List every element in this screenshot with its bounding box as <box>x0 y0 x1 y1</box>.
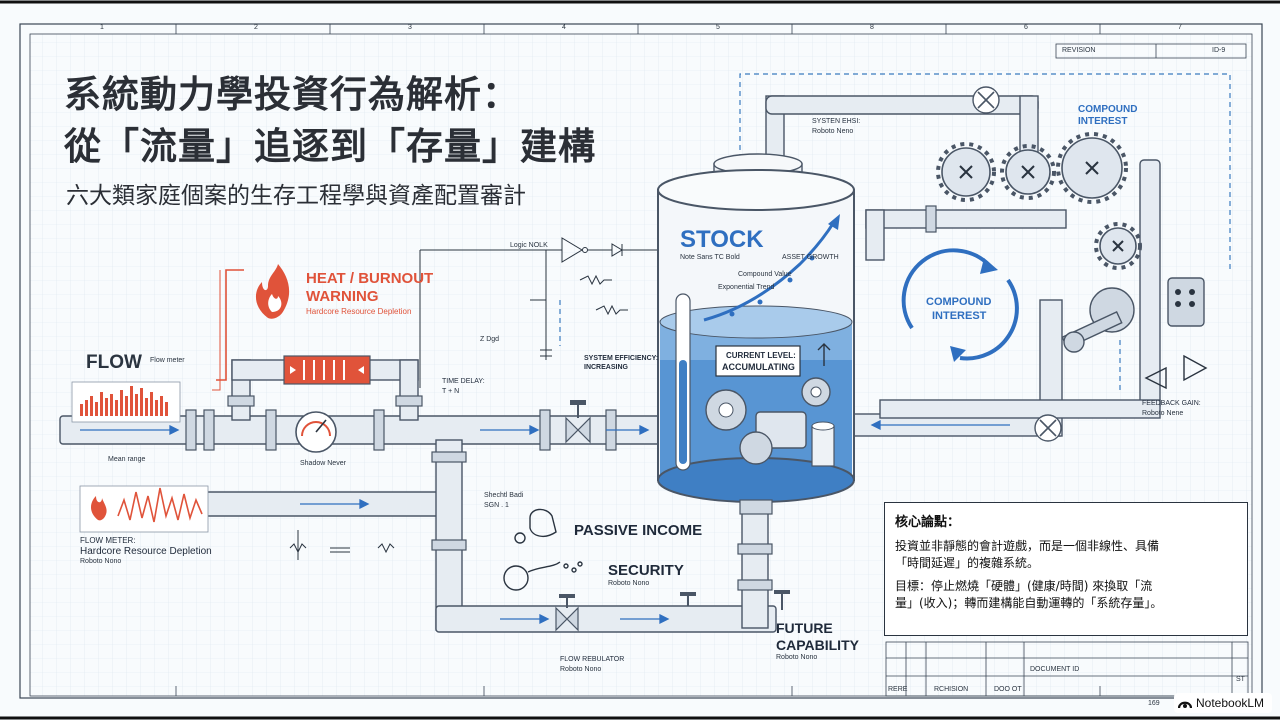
heat-warning-title-1: HEAT / BURNOUT <box>306 270 434 287</box>
compound-interest-loop-2: INTEREST <box>932 310 987 322</box>
passive-income-icon <box>514 508 557 544</box>
tank-drain-pipe <box>741 507 769 629</box>
flow-range-small-label: Mean range <box>108 456 146 463</box>
notes-para2-line1: 目標：停止燃燒「硬體」(健康/時間) 來換取「流 <box>895 579 1153 593</box>
flow-regulator-font: Roboto Nono <box>560 666 602 673</box>
title-block-code: DOO OT <box>994 686 1022 693</box>
page-subtitle: 六大類家庭個案的生存工程學與資產配置審計 <box>66 183 526 209</box>
pressure-gauge <box>295 411 337 453</box>
current-level-value: ACCUMULATING <box>722 362 795 372</box>
col-number-4: 4 <box>562 24 566 31</box>
flow-meter-title: FLOW METER: <box>80 536 136 545</box>
security-label: SECURITY <box>608 562 684 579</box>
heat-warning-title-2: WARNING <box>306 288 379 305</box>
flow-regulator-valve <box>555 590 790 632</box>
sketch-small-label: Shechtl Badi <box>484 492 524 499</box>
heat-warning-sub: Hardcore Resource Depletion <box>306 307 412 316</box>
col-number-1: 1 <box>100 24 104 31</box>
col-number-3: 3 <box>408 24 412 31</box>
bypass-right-riser <box>399 359 419 421</box>
future-capability-label-2: CAPABILITY <box>776 637 859 653</box>
flow-meter-font: Roboto Nono <box>80 558 122 565</box>
z-value-label: Z Dgd <box>480 336 500 343</box>
logic-gate-label: Logic NOLK <box>510 242 548 249</box>
sketch-small-label-2: SGN . 1 <box>484 502 509 509</box>
notebooklm-logo-icon <box>1178 701 1192 709</box>
flow-regulator-label: FLOW REBULATOR <box>560 656 625 663</box>
feedback-gain-font: Roboto Nene <box>1142 410 1184 417</box>
notes-para2-line2: 量」(收入)；轉而建構能自動運轉的「系統存量」。 <box>895 596 1163 610</box>
col-number-5: 5 <box>716 24 720 31</box>
page-title-line2: 從「流量」追逐到「存量」建構 <box>64 125 596 168</box>
shadow-small-label: Shadow Never <box>300 460 346 467</box>
system-efficiency-value: INCREASING <box>584 364 628 371</box>
exponential-trend-label: Exponential Trend <box>718 284 775 291</box>
current-level-label: CURRENT LEVEL: <box>726 351 796 360</box>
asset-growth-label: ASSET GROWTH <box>782 254 839 261</box>
stock-label: STOCK <box>680 226 764 253</box>
col-number-6: 6 <box>1024 24 1028 31</box>
system-ehsi-label: SYSTEN EHSI: <box>812 118 861 125</box>
flame-icon <box>255 264 290 319</box>
down-pipe <box>435 439 463 631</box>
security-font: Roboto Nono <box>608 580 650 587</box>
revision-label: REVISION <box>1062 47 1096 54</box>
security-icon <box>503 561 583 591</box>
compound-interest-top-2: INTEREST <box>1078 116 1128 127</box>
document-id-label: DOCUMENT ID <box>1030 666 1080 673</box>
bottom-pipe <box>435 605 777 633</box>
title-block-revision: RCHISION <box>934 686 969 693</box>
notes-heading: 核心論點： <box>895 515 961 530</box>
compound-interest-top-1: COMPOUND <box>1078 104 1138 115</box>
passive-income-label: PASSIVE INCOME <box>574 522 703 539</box>
title-block-st: ST <box>1236 676 1245 683</box>
core-argument-box: 核心論點： 投資並非靜態的會計遊戲，而是一個非線性、具備 「時間延遲」的複雜系統… <box>884 502 1248 636</box>
time-delay-label: TIME DELAY: <box>442 378 485 385</box>
title-block-rere: RERE <box>888 686 908 693</box>
page-title-line1: 系統動力學投資行為解析： <box>64 73 520 116</box>
compound-value-label: Compound Value <box>738 271 792 278</box>
flow-meter-icon <box>79 485 209 533</box>
feedback-gain-label: FEEDBACK GAIN: <box>1142 400 1201 407</box>
system-ehsi-font: Roboto Neno <box>812 128 854 135</box>
future-capability-label-1: FUTURE <box>776 620 833 636</box>
flow-label: FLOW <box>86 352 142 373</box>
col-number-7: 7 <box>1178 24 1182 31</box>
col-number-2: 2 <box>254 24 258 31</box>
brand-name: NotebookLM <box>1196 696 1265 710</box>
stock-font-label: Note Sans TC Bold <box>680 254 740 261</box>
upper-right-drop <box>865 209 885 261</box>
notebooklm-badge: NotebookLM <box>1174 693 1272 713</box>
system-efficiency-label: SYSTEM EFFICIENCY: <box>584 355 659 362</box>
main-valve <box>565 400 591 444</box>
heater-coil <box>283 355 371 385</box>
revision-id: ID-9 <box>1212 47 1226 54</box>
flow-meter-sub: Hardcore Resource Depletion <box>80 546 212 557</box>
stock-tank <box>657 153 855 515</box>
title-block-num: 169 <box>1148 700 1160 707</box>
col-number-8: 8 <box>870 24 874 31</box>
compound-interest-loop-1: COMPOUND <box>926 296 992 308</box>
upper-right-pipe <box>865 209 1067 229</box>
right-loop-bottom <box>879 399 1161 419</box>
time-delay-value: T + N <box>442 388 460 395</box>
flow-chart-icon <box>71 381 181 423</box>
future-capability-font: Roboto Nono <box>776 654 818 661</box>
notes-para1-line1: 投資並非靜態的會計遊戲，而是一個非線性、具備 <box>895 539 1160 553</box>
flow-meter-small-label: Flow meter <box>150 357 185 364</box>
notes-para1-line2: 「時間延遲」的複雜系統。 <box>895 556 1040 570</box>
